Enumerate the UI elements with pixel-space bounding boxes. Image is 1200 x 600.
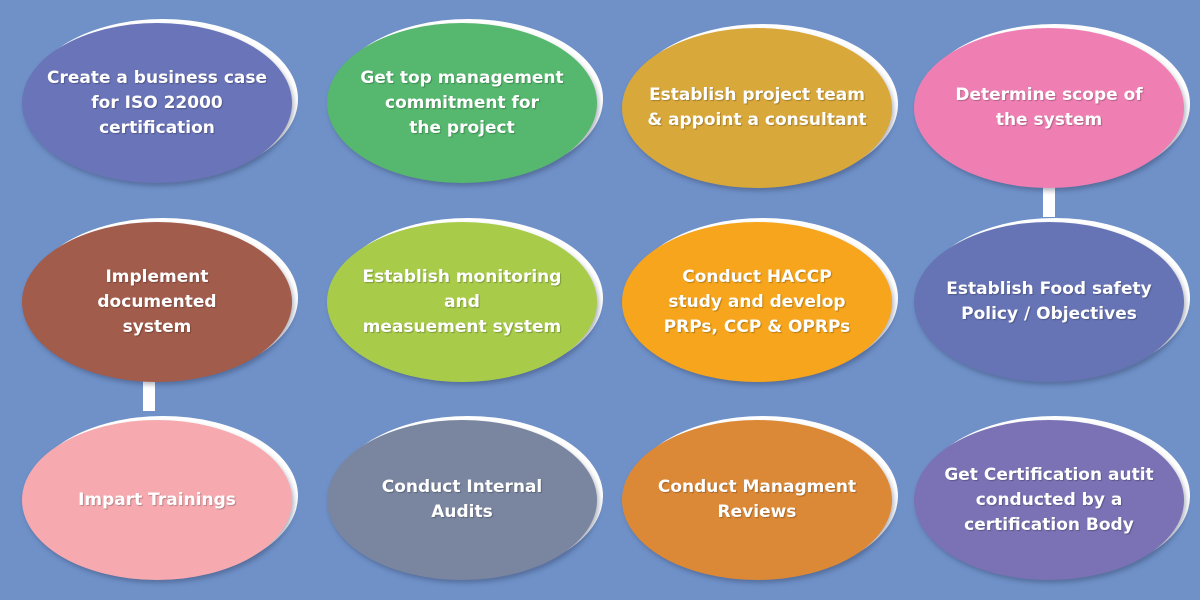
step-label: Establish monitoring and measuement syst…: [362, 266, 562, 337]
step-ellipse: Establish Food safety Policy / Objective…: [914, 222, 1184, 382]
step-internal-audits: Conduct Internal Audits: [327, 416, 603, 580]
connector-documented-to-trainings: [143, 377, 155, 411]
step-business-case: Create a business case for ISO 22000 cer…: [22, 19, 298, 183]
step-ellipse: Get top management commitment for the pr…: [327, 23, 597, 183]
step-scope: Determine scope of the system: [914, 24, 1190, 188]
step-trainings: Impart Trainings: [22, 416, 298, 580]
step-label: Impart Trainings: [78, 489, 236, 510]
step-ellipse: Impart Trainings: [22, 420, 292, 580]
step-monitoring: Establish monitoring and measuement syst…: [327, 218, 603, 382]
step-management-commitment: Get top management commitment for the pr…: [327, 19, 603, 183]
step-ellipse: Conduct Internal Audits: [327, 420, 597, 580]
step-label: Determine scope of the system: [955, 85, 1143, 130]
step-ellipse: Create a business case for ISO 22000 cer…: [22, 23, 292, 183]
step-label: Establish project team & appoint a consu…: [647, 85, 867, 130]
step-ellipse: Establish monitoring and measuement syst…: [327, 222, 597, 382]
step-ellipse: Conduct Managment Reviews: [622, 420, 892, 580]
step-certification: Get Certification autit conducted by a c…: [914, 416, 1190, 580]
step-label: Create a business case for ISO 22000 cer…: [46, 67, 268, 138]
step-management-reviews: Conduct Managment Reviews: [622, 416, 898, 580]
connector-scope-to-policy: [1043, 183, 1055, 217]
step-ellipse: Establish project team & appoint a consu…: [622, 28, 892, 188]
step-label: Establish Food safety Policy / Objective…: [946, 279, 1152, 324]
step-label: Get Certification autit conducted by a c…: [944, 464, 1154, 535]
step-label: Conduct Managment Reviews: [657, 477, 857, 522]
step-ellipse: Determine scope of the system: [914, 28, 1184, 188]
step-policy: Establish Food safety Policy / Objective…: [914, 218, 1190, 382]
step-label: Conduct HACCP study and develop PRPs, CC…: [663, 266, 851, 337]
step-label: Conduct Internal Audits: [381, 477, 543, 522]
step-project-team: Establish project team & appoint a consu…: [622, 24, 898, 188]
step-label: Implement documented system: [97, 266, 217, 337]
step-documented-system: Implement documented system: [22, 218, 298, 382]
step-label: Get top management commitment for the pr…: [360, 67, 564, 138]
step-ellipse: Get Certification autit conducted by a c…: [914, 420, 1184, 580]
step-haccp: Conduct HACCP study and develop PRPs, CC…: [622, 218, 898, 382]
step-ellipse: Implement documented system: [22, 222, 292, 382]
step-ellipse: Conduct HACCP study and develop PRPs, CC…: [622, 222, 892, 382]
